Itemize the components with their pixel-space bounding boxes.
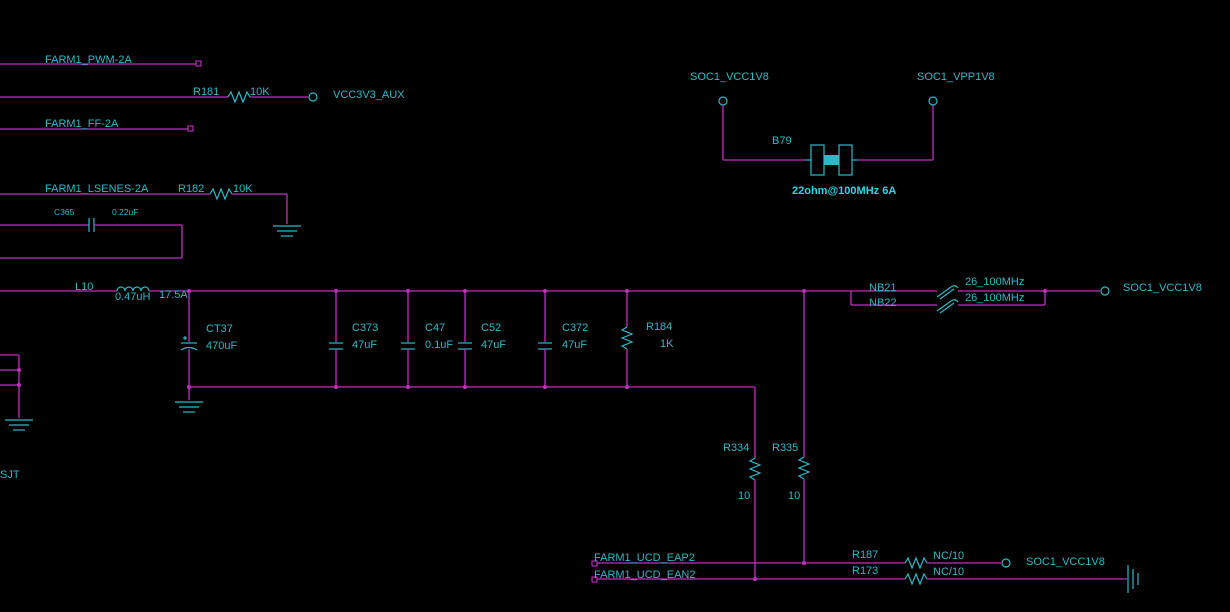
resistor-r335[interactable]: R335 10 (772, 291, 811, 565)
offpage-soc1-vcc1v8-a[interactable] (1100, 286, 1110, 296)
net-farm1-pwm-2a: FARM1_PWM-2A (0, 54, 202, 67)
resistor-r173[interactable] (904, 572, 928, 586)
net-label: FARM1_FF-2A (45, 118, 119, 130)
offpage-vcc3v3-aux[interactable] (308, 92, 318, 102)
ref-c372: C372 (562, 322, 588, 334)
offpage-soc1-vcc1v8-b[interactable] (1001, 558, 1011, 568)
val-nb22: 26_100MHz (965, 292, 1024, 304)
val-c372: 47uF (562, 339, 587, 351)
val-c47: 0.1uF (425, 339, 453, 351)
net-r181: R181 10K VCC3V3_AUX (0, 86, 405, 104)
ref-b79: B79 (772, 135, 792, 147)
inductor-l10[interactable] (116, 286, 150, 292)
port-farm1-pwm[interactable] (195, 60, 202, 67)
net-farm1-ff-2a: FARM1_FF-2A (0, 118, 194, 132)
port-farm1-ff[interactable] (187, 125, 194, 132)
ferrite-nb22[interactable]: NB22 26_100MHz (850, 291, 1046, 314)
ref-c373: C373 (352, 322, 378, 334)
return-rail (187, 385, 756, 458)
ref-ct37: CT37 (206, 323, 233, 335)
ref-r182: R182 (178, 183, 204, 195)
bead-b79[interactable]: SOC1_VCC1V8 SOC1_VPP1V8 B79 22ohm@100MHz… (690, 71, 995, 197)
cap-ct37[interactable]: CT37 470uF (175, 291, 237, 413)
resistor-r184[interactable]: R184 1K (620, 291, 674, 387)
val-l10: 0.47uH (115, 291, 151, 303)
ref-nb21: NB21 (869, 282, 897, 294)
offpage-soc1-vcc1v8-top[interactable] (718, 96, 728, 106)
val-r181: 10K (250, 86, 270, 98)
net-label: FARM1_UCD_EAN2 (594, 569, 695, 581)
cap-c47[interactable]: C47 0.1uF (401, 291, 453, 387)
val-r335: 10 (788, 490, 800, 502)
net-soc1-vcc1v8-top: SOC1_VCC1V8 (690, 71, 769, 83)
ref-nb22: NB22 (869, 297, 897, 309)
ferrite-nb21[interactable]: NB21 26_100MHz (851, 276, 1045, 300)
ref-r187: R187 (852, 549, 878, 561)
val-r187: NC/10 (933, 550, 964, 562)
val-r182: 10K (233, 183, 253, 195)
cap-c373[interactable]: C373 47uF (329, 291, 378, 387)
val-r173: NC/10 (933, 566, 964, 578)
resistor-r187[interactable] (904, 556, 928, 570)
net-soc1-vcc1v8-a: SOC1_VCC1V8 (1123, 282, 1202, 294)
ref-r181: R181 (193, 86, 219, 98)
net-farm1-ucd-eap2: FARM1_UCD_EAP2 R187 NC/10 SOC1_VCC1V8 (591, 549, 1105, 570)
val-ct37: 470uF (206, 340, 237, 352)
net-soc1-vpp1v8: SOC1_VPP1V8 (917, 71, 995, 83)
ref-r334: R334 (723, 442, 749, 454)
val-nb21: 26_100MHz (965, 276, 1024, 288)
resistor-r181[interactable] (227, 90, 251, 104)
net-label: FARM1_UCD_EAP2 (594, 552, 695, 564)
net-farm1-ucd-ean2: FARM1_UCD_EAN2 R173 NC/10 (591, 565, 1139, 593)
net-label: FARM1_LSENES-2A (45, 183, 149, 195)
net-soc1-vcc1v8-b: SOC1_VCC1V8 (1026, 556, 1105, 568)
ref-c365: C365 (54, 207, 75, 217)
val-r334: 10 (738, 490, 750, 502)
resistor-r182[interactable] (209, 187, 233, 201)
main-rail: L10 0.47uH 17.5A SOC1_VCC1V8 (0, 281, 1202, 303)
net-vcc3v3-aux: VCC3V3_AUX (333, 89, 405, 101)
val-b79: 22ohm@100MHz 6A (792, 185, 896, 197)
ref-c47: C47 (425, 322, 445, 334)
offpage-soc1-vpp1v8[interactable] (928, 96, 938, 106)
cap-c372[interactable]: C372 47uF (538, 291, 588, 387)
val-r184: 1K (660, 338, 674, 350)
val-c365: 0.22uF (112, 207, 138, 217)
left-edge-fragment: SJT (0, 354, 33, 481)
val-c52: 47uF (481, 339, 506, 351)
current-l10: 17.5A (159, 289, 188, 301)
val-c373: 47uF (352, 339, 377, 351)
ref-r184: R184 (646, 321, 672, 333)
cap-c52[interactable]: C52 47uF (458, 291, 506, 387)
net-label: FARM1_PWM-2A (45, 54, 132, 66)
rail-junctions (187, 289, 1047, 293)
ref-c52: C52 (481, 322, 501, 334)
partial-label: SJT (0, 469, 20, 481)
resistor-r334[interactable]: R334 10 (723, 442, 762, 581)
net-farm1-lsenes: FARM1_LSENES-2A R182 10K (0, 183, 301, 237)
ref-r173: R173 (852, 565, 878, 577)
cap-c365-group: C365 0.22uF (0, 207, 183, 259)
ref-r335: R335 (772, 442, 798, 454)
ref-l10: L10 (75, 281, 93, 293)
